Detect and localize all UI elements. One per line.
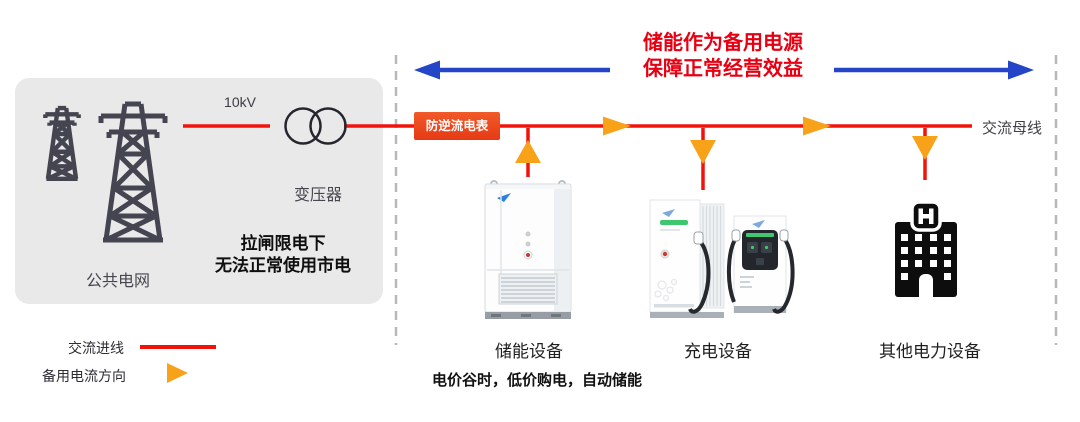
other-device-label: 其他电力设备 (879, 342, 981, 361)
transmission-tower-small-icon (45, 108, 78, 179)
charger-feed-down-arrow-icon (690, 140, 716, 164)
bus-flow-arrow-icon (603, 116, 631, 136)
storage-device-label: 储能设备 (495, 342, 563, 361)
storage-discharge-up-arrow-icon (515, 140, 541, 163)
title-line-2: 保障正常经营效益 (643, 58, 803, 80)
diagram-title: 储能作为备用电源 保障正常经营效益 (558, 30, 888, 82)
public-grid-label: 公共电网 (85, 273, 150, 290)
charging-device-label: 充电设备 (684, 342, 752, 361)
anti-backflow-meter-badge: 防逆流电表 (414, 112, 500, 140)
transformer-label: 变压器 (293, 187, 342, 204)
bus-flow-arrow-icon (803, 116, 831, 136)
legend-backup-flow-label: 备用电流方向 (42, 368, 126, 384)
voltage-label: 10kV (224, 94, 256, 110)
transmission-tower-icon (101, 104, 165, 240)
legend-ac-inlet-label: 交流进线 (68, 340, 124, 356)
legend-red-line-swatch (140, 345, 216, 349)
warning-line-2: 无法正常使用市电 (215, 256, 351, 275)
legend-orange-arrow-icon (167, 363, 188, 383)
valley-price-note: 电价谷时，低价购电，自动储能 (432, 372, 643, 389)
title-line-1: 储能作为备用电源 (643, 32, 803, 54)
ev-charger-icon (648, 190, 798, 327)
ac-bus-label: 交流母线 (982, 120, 1043, 137)
backup-coverage-arrow-right (834, 60, 1034, 80)
transformer-icon (284, 107, 347, 145)
backup-coverage-arrow-left (414, 60, 610, 80)
hospital-building-icon (895, 200, 957, 297)
battery-storage-cabinet-icon (477, 176, 579, 329)
other-load-down-arrow-icon (912, 136, 938, 160)
grid-warning-text: 拉闸限电下 无法正常使用市电 (187, 233, 379, 277)
warning-line-1: 拉闸限电下 (240, 234, 326, 253)
